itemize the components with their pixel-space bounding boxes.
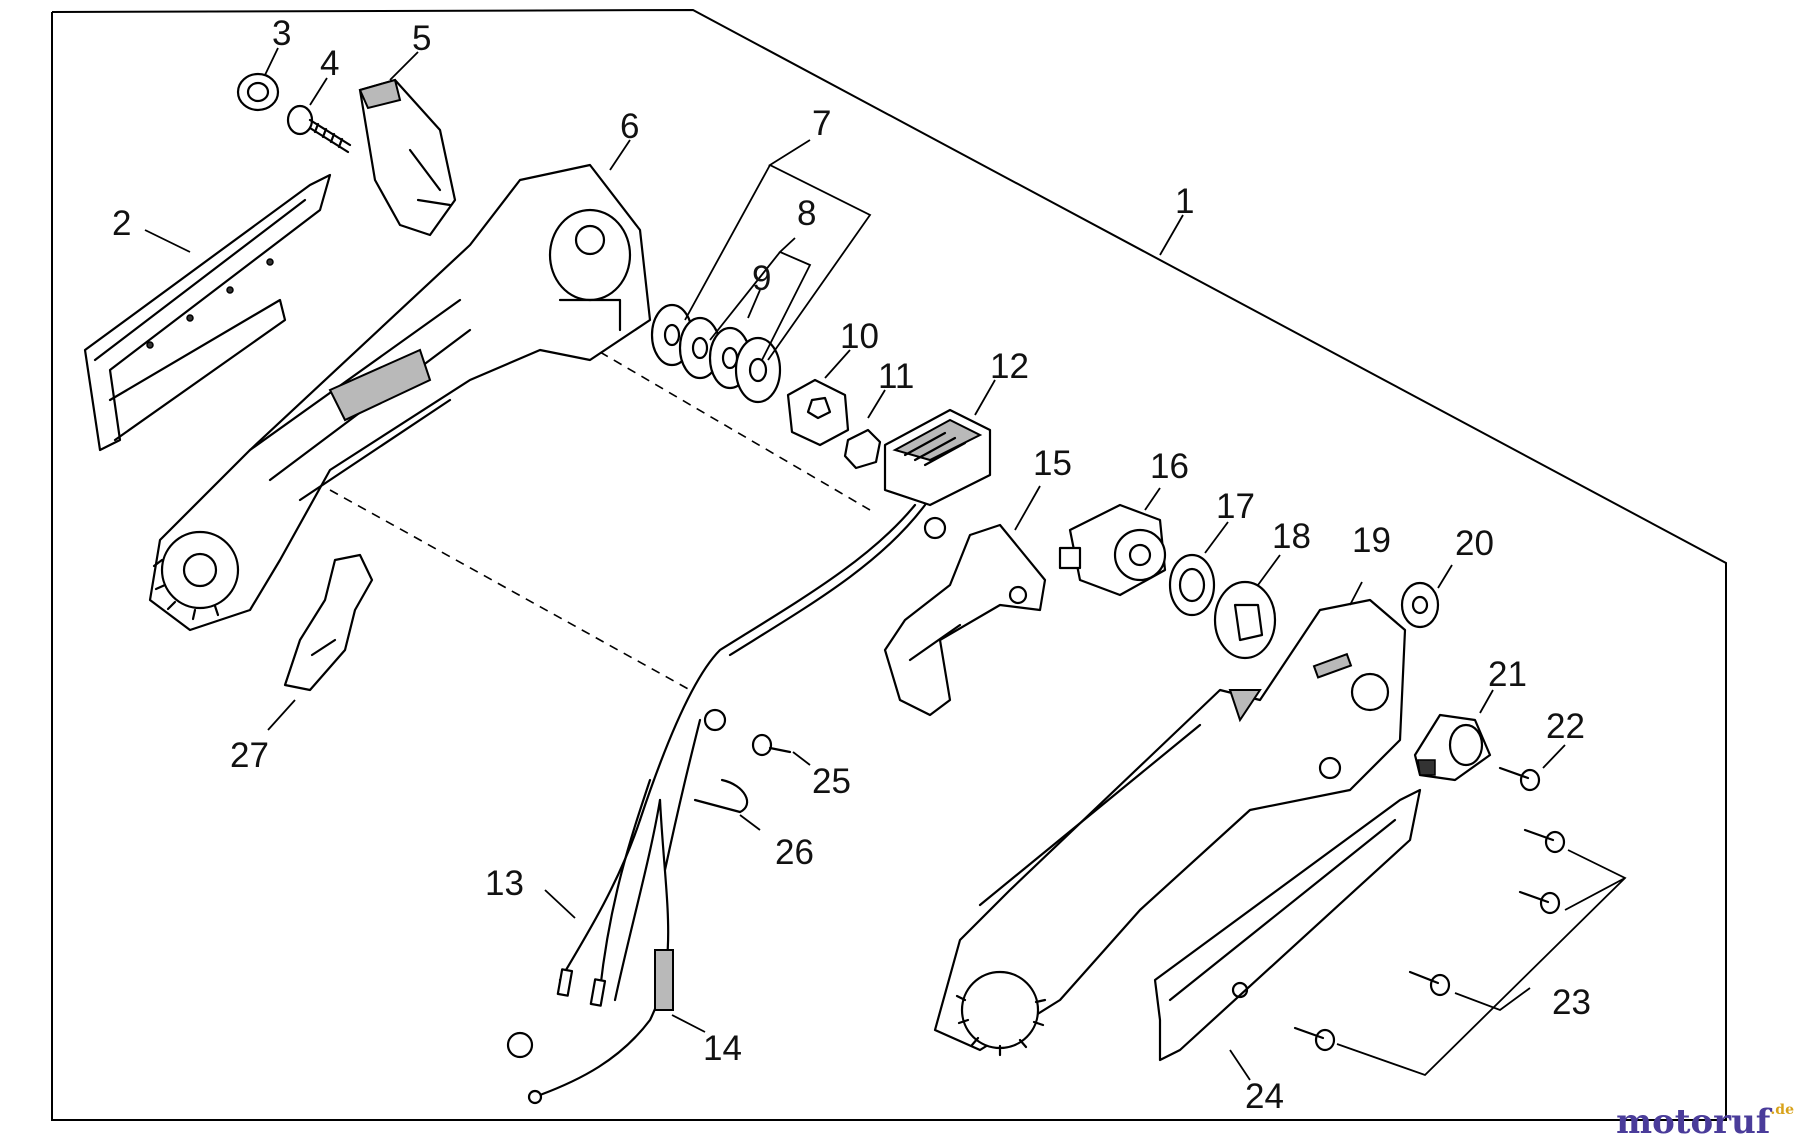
callout-1: 1 [1175, 182, 1194, 221]
part-3-clip-ring [236, 72, 280, 112]
part-21-collar [1413, 713, 1492, 782]
leader-lines [144, 47, 1627, 1081]
part-15-trigger [883, 523, 1047, 717]
part-26-clip [693, 778, 749, 814]
part-23-screw-set [1293, 828, 1566, 1052]
callout-10: 10 [840, 317, 879, 356]
callout-24: 24 [1245, 1077, 1284, 1116]
part-12-switch [883, 408, 992, 507]
part-6-main-housing [148, 163, 652, 632]
callout-17: 17 [1216, 487, 1255, 526]
callout-9: 9 [752, 259, 771, 298]
callout-2: 2 [112, 204, 131, 243]
callout-6: 6 [620, 107, 639, 146]
watermark-tld-text: .de [1770, 1102, 1794, 1118]
callout-5: 5 [412, 19, 431, 58]
part-18-washer [1213, 580, 1277, 660]
watermark-main-text: motoruf [1616, 1102, 1771, 1142]
part-14-cable [527, 798, 674, 1105]
callout-18: 18 [1272, 517, 1311, 556]
alignment-line-upper [599, 351, 871, 511]
callout-21: 21 [1488, 655, 1527, 694]
callout-4: 4 [320, 44, 339, 83]
part-4-screw [286, 104, 352, 154]
part-10-hex-bushing [786, 378, 850, 447]
callout-27: 27 [230, 736, 269, 775]
callout-11: 11 [878, 357, 914, 396]
part-17-washer [1168, 553, 1216, 617]
callout-13: 13 [485, 864, 524, 903]
callout-7: 7 [812, 104, 831, 143]
alignment-line-lower [329, 489, 691, 691]
part-13-wiring-harness [506, 503, 947, 1059]
part-16-pivot-hub [1058, 503, 1167, 597]
part-5-lever [358, 78, 457, 237]
assembly-frame [51, 8, 1727, 1121]
callout-22: 22 [1546, 707, 1585, 746]
part-11-nut [843, 428, 882, 470]
motoruf-watermark-logo: motoruf.de [1616, 1102, 1794, 1142]
callout-26: 26 [775, 833, 814, 872]
part-9-washer [734, 336, 782, 404]
callout-25: 25 [812, 762, 851, 801]
part-22-screw [1498, 766, 1541, 792]
callout-8: 8 [797, 194, 816, 233]
part-24-cover-plate [1153, 788, 1422, 1062]
part-2-guard-plate [83, 173, 332, 452]
part-25-screw [751, 733, 792, 757]
callout-23: 23 [1552, 983, 1591, 1022]
callout-3: 3 [272, 14, 291, 53]
callout-20: 20 [1455, 524, 1494, 563]
callout-12: 12 [990, 347, 1029, 386]
callout-labels: 1 2 3 4 5 6 7 8 9 10 11 12 13 14 15 16 1… [112, 14, 1591, 1116]
part-19-handle-half [933, 598, 1407, 1057]
callout-19: 19 [1352, 521, 1391, 560]
callout-15: 15 [1033, 444, 1072, 483]
callout-16: 16 [1150, 447, 1189, 486]
callout-14: 14 [703, 1029, 742, 1068]
part-27-latch [283, 553, 374, 692]
part-20-grommet [1400, 581, 1440, 629]
